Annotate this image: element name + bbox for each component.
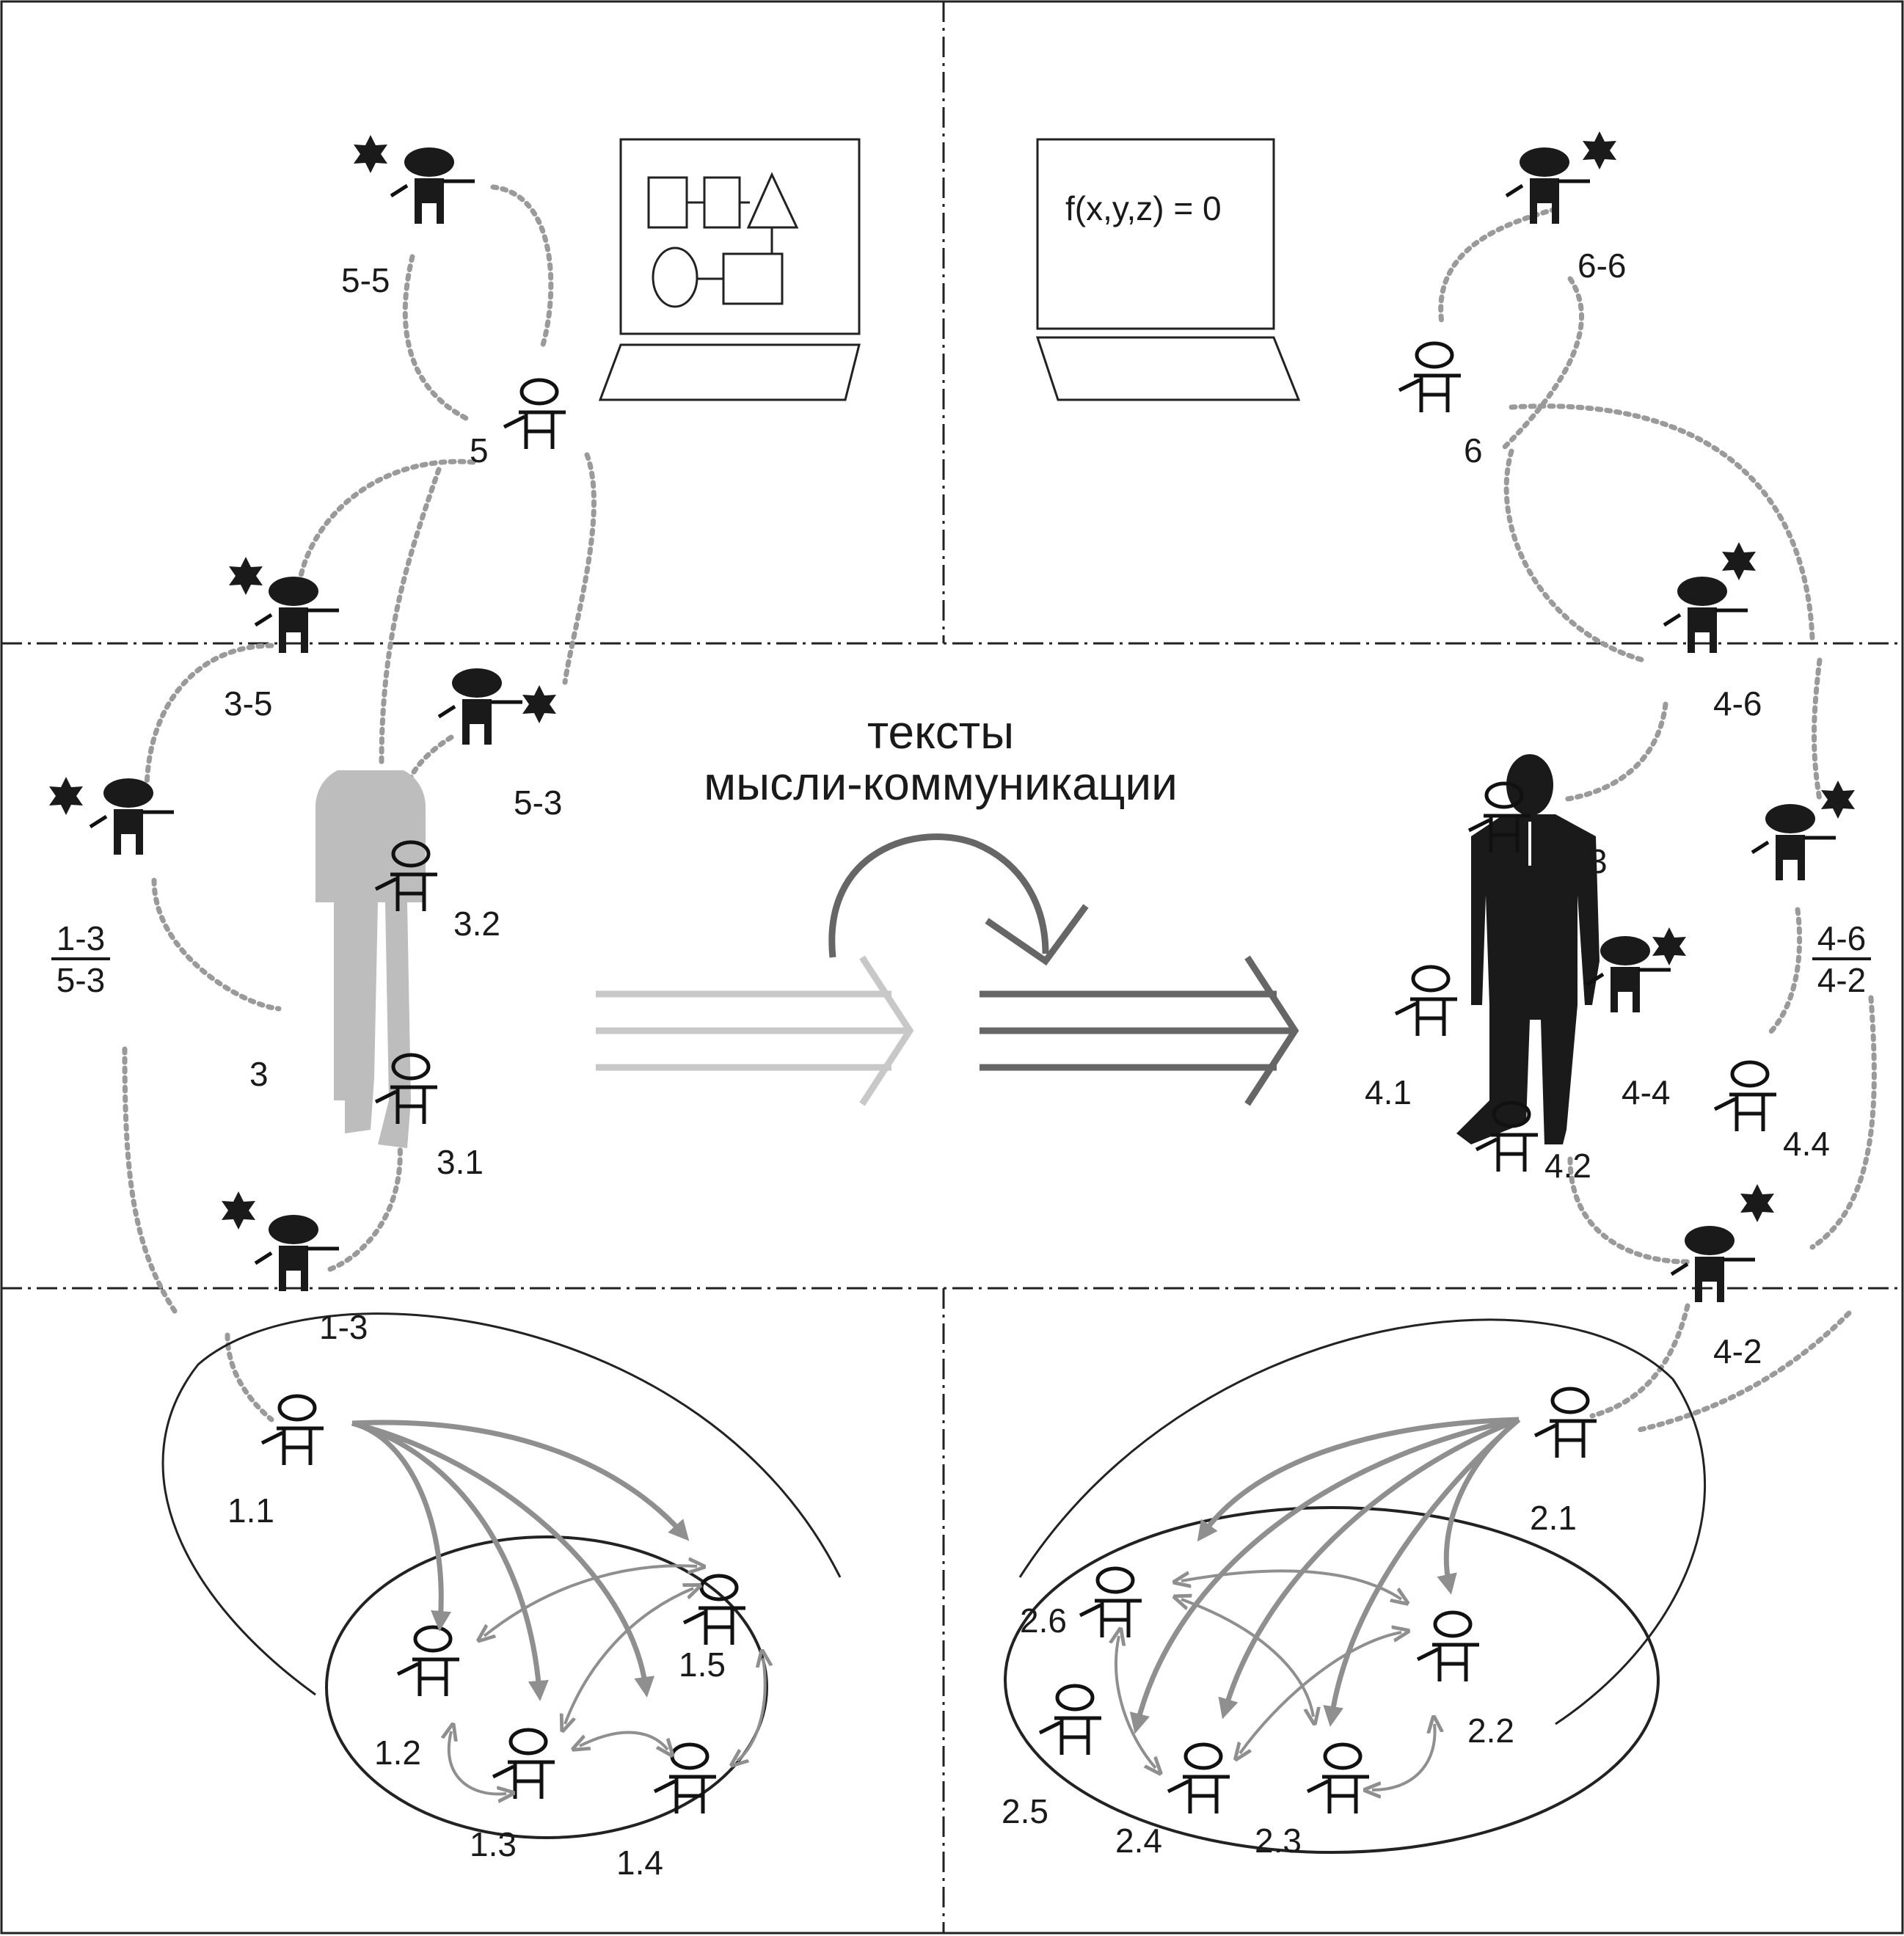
person-outline-icon xyxy=(1307,1745,1369,1813)
label-3-1: 3.1 xyxy=(437,1143,484,1181)
person-filled-icon xyxy=(439,668,522,745)
label-1-4: 1.4 xyxy=(616,1844,663,1882)
group-ellipse-right xyxy=(1004,1506,1660,1854)
label-4-1: 4.1 xyxy=(1365,1073,1412,1111)
laptop-left-icon xyxy=(598,138,861,401)
businessman-silhouette-light-icon xyxy=(315,770,426,1148)
triple-arrow-dark-icon xyxy=(980,955,1299,1106)
person-filled-icon xyxy=(1664,577,1748,653)
curved-arrow-icon xyxy=(828,833,1089,966)
person-outline-icon xyxy=(1418,1612,1479,1681)
fraction-right: 4-6 4-2 xyxy=(1812,919,1871,999)
label-1-2: 1.2 xyxy=(374,1734,421,1772)
person-outline-icon xyxy=(1168,1745,1230,1813)
label-4-4b: 4.4 xyxy=(1783,1125,1830,1163)
star-icon xyxy=(1722,542,1756,580)
person-outline-icon xyxy=(1715,1062,1776,1131)
star-icon xyxy=(522,685,556,723)
fraction-right-numerator: 4-6 xyxy=(1817,919,1866,957)
triple-arrow-light-icon xyxy=(596,955,914,1106)
star-icon xyxy=(1821,781,1855,819)
fraction-left-denominator: 5-3 xyxy=(56,961,105,999)
star-icon xyxy=(1652,927,1686,965)
person-filled-icon xyxy=(255,1215,339,1291)
label-2-6: 2.6 xyxy=(1020,1601,1067,1640)
person-filled-icon xyxy=(90,778,174,855)
person-outline-icon xyxy=(1535,1389,1597,1458)
person-filled-icon xyxy=(1752,804,1836,880)
label-3-5: 3-5 xyxy=(224,684,272,723)
star-icon xyxy=(1740,1184,1774,1222)
center-text-line2: мысли-коммуникации xyxy=(704,757,1178,810)
star-icon xyxy=(222,1191,255,1230)
person-outline-icon xyxy=(493,1730,555,1799)
person-outline-icon xyxy=(1399,343,1461,412)
person-outline-icon xyxy=(398,1627,459,1696)
label-2-2: 2.2 xyxy=(1467,1712,1514,1750)
label-6: 6 xyxy=(1464,431,1483,470)
label-2-3: 2.3 xyxy=(1255,1822,1302,1860)
label-3: 3 xyxy=(249,1055,269,1093)
center-text-line1: тексты xyxy=(867,706,1014,759)
person-outline-icon xyxy=(504,380,566,449)
label-2-4: 2.4 xyxy=(1115,1822,1162,1860)
label-1-5: 1.5 xyxy=(679,1645,726,1684)
label-3-2: 3.2 xyxy=(453,905,500,943)
fraction-left: 1-3 5-3 xyxy=(51,919,110,999)
star-icon xyxy=(1583,131,1616,169)
laptop-right-icon: f(x,y,z) = 0 xyxy=(1035,138,1301,401)
person-outline-icon xyxy=(1080,1568,1142,1637)
star-icon xyxy=(49,777,83,815)
label-1-3b: 1.3 xyxy=(470,1825,517,1863)
fraction-left-numerator: 1-3 xyxy=(56,919,105,957)
screen-formula: f(x,y,z) = 0 xyxy=(1065,189,1222,227)
label-2-1: 2.1 xyxy=(1530,1499,1577,1537)
star-icon xyxy=(354,135,387,173)
person-outline-icon xyxy=(1396,967,1457,1036)
person-outline-icon xyxy=(1040,1686,1101,1755)
label-4-2b: 4-2 xyxy=(1713,1332,1762,1370)
label-4-3: 3 xyxy=(1589,842,1608,880)
star-icon xyxy=(229,557,263,595)
label-5: 5 xyxy=(470,431,489,470)
label-5-5: 5-5 xyxy=(341,261,390,299)
label-6-6: 6-6 xyxy=(1577,246,1626,285)
label-4-2: 4.2 xyxy=(1544,1147,1591,1185)
person-filled-icon xyxy=(255,577,339,653)
person-outline-icon xyxy=(262,1396,324,1465)
label-5-3: 5-3 xyxy=(514,783,562,822)
person-filled-icon xyxy=(391,147,475,224)
fraction-right-denominator: 4-2 xyxy=(1817,961,1866,999)
label-1-1: 1.1 xyxy=(227,1491,274,1530)
label-4-4: 4-4 xyxy=(1622,1073,1670,1111)
label-1-3: 1-3 xyxy=(319,1308,368,1346)
label-2-5: 2.5 xyxy=(1002,1792,1048,1830)
businessman-silhouette-dark-icon xyxy=(1456,754,1600,1144)
label-4-6: 4-6 xyxy=(1713,684,1762,723)
group-ellipse-left xyxy=(325,1535,768,1839)
